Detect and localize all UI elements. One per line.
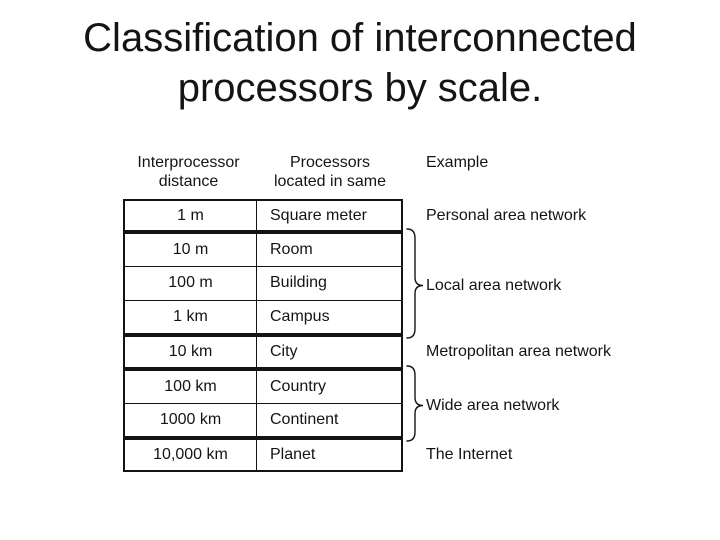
location-cell: Campus	[270, 307, 330, 325]
column-header-interprocessor-distance: Interprocessor distance	[121, 153, 256, 191]
table-row: 100 m Building	[125, 266, 401, 300]
distance-cell: 10 km	[125, 337, 257, 367]
example-label: Metropolitan area network	[426, 343, 611, 360]
distance-cell: 1 m	[125, 201, 257, 230]
group-brace-icon	[406, 365, 424, 442]
table-row: 10 km City	[125, 337, 401, 367]
location-cell: Square meter	[270, 206, 367, 224]
distance-cell: 100 m	[125, 267, 257, 300]
table-row: 10 m Room	[125, 234, 401, 267]
column-header-processors-located-in-same-line-1: Processors	[289, 154, 371, 171]
table-row: 1 m Square meter	[125, 201, 401, 230]
distance-cell: 10,000 km	[125, 440, 257, 470]
location-cell: Country	[270, 378, 327, 395]
slide-title: Classification of interconnected processo…	[0, 13, 720, 113]
column-header-interprocessor-distance-line-2: distance	[158, 173, 219, 190]
distance-cell: 100 km	[125, 371, 257, 403]
location-cell: Building	[270, 274, 327, 292]
table-group-2: 10 km City	[123, 335, 403, 369]
example-label: The Internet	[426, 446, 513, 463]
location-cell: Room	[270, 241, 313, 259]
distance-cell: 1 km	[125, 300, 257, 333]
example-label: Local area network	[426, 276, 562, 294]
column-header-processors-located-in-same: Processors located in same	[254, 153, 406, 191]
distance-cell: 10 m	[125, 234, 257, 267]
column-header-example: Example	[426, 154, 489, 171]
table-group-1: 10 m Room 100 m Building 1 km Campus	[123, 232, 403, 335]
table-row: 100 km Country	[125, 371, 401, 403]
location-cell: Planet	[270, 446, 316, 463]
table-row: 1 km Campus	[125, 299, 401, 333]
slide-title-line-2: processors by scale.	[177, 66, 543, 110]
example-label: Personal area network	[426, 206, 587, 224]
location-cell: City	[270, 343, 298, 360]
slide-title-line-1: Classification of interconnected	[83, 16, 637, 60]
column-header-interprocessor-distance-line-1: Interprocessor	[137, 154, 240, 171]
table-row: 1000 km Continent	[125, 403, 401, 436]
example-label: Wide area network	[426, 396, 560, 414]
table-group-0: 1 m Square meter	[123, 199, 403, 232]
group-brace-icon	[406, 228, 424, 339]
table-group-3: 100 km Country 1000 km Continent	[123, 369, 403, 438]
table-group-4: 10,000 km Planet	[123, 438, 403, 472]
location-cell: Continent	[270, 411, 339, 428]
table-row: 10,000 km Planet	[125, 440, 401, 470]
column-header-processors-located-in-same-line-2: located in same	[273, 173, 387, 190]
distance-cell: 1000 km	[125, 404, 257, 436]
